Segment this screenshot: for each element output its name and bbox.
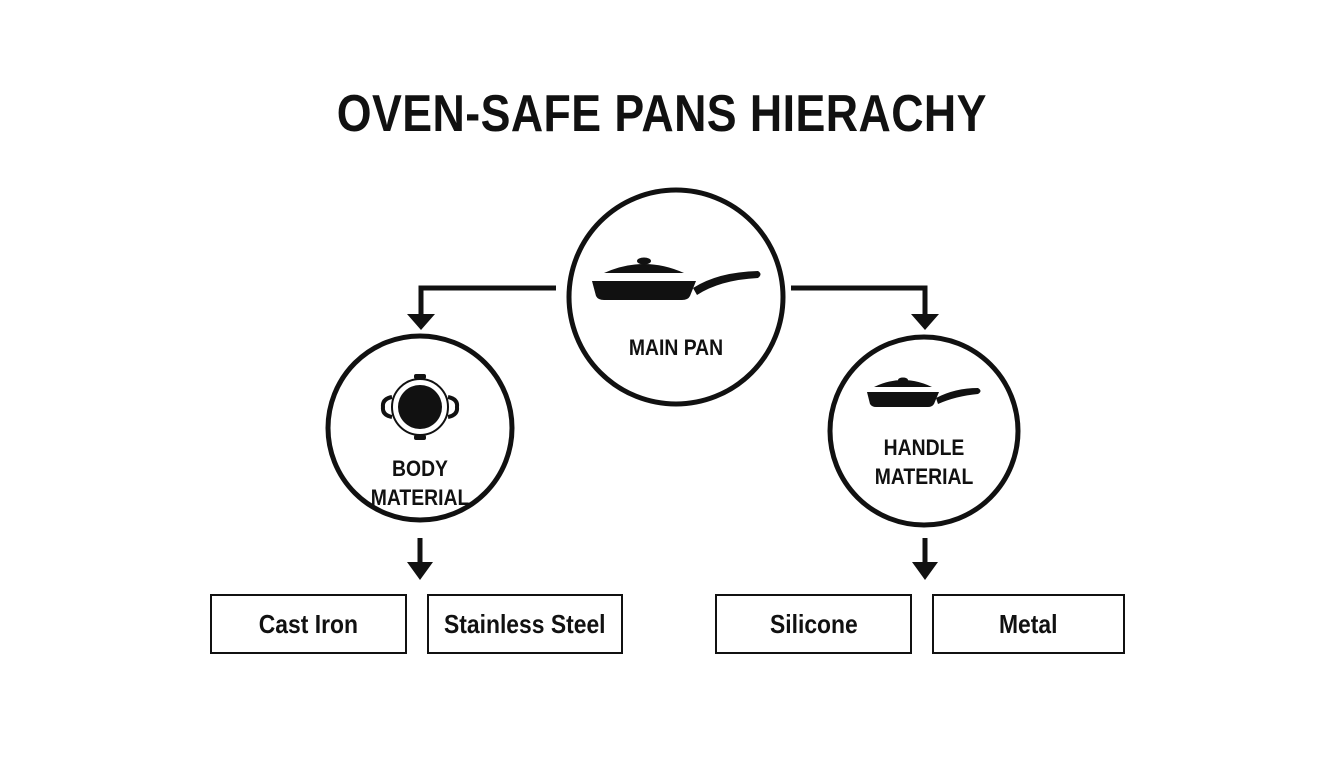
connector-root-to-body	[418, 285, 556, 318]
handle-material-node-circle	[827, 334, 1021, 528]
pot-top-view-icon	[380, 374, 460, 440]
leaf-box-stainless-steel: Stainless Steel	[427, 594, 623, 654]
handle-material-label: HANDLE MATERIAL	[849, 433, 999, 491]
handle-material-label-line-2: MATERIAL	[874, 464, 974, 489]
small-frying-pan-icon	[867, 377, 981, 407]
arrowhead-handle-leaves	[912, 562, 938, 580]
body-material-label: BODY MATERIAL	[370, 456, 470, 510]
arrowhead-handle	[911, 314, 939, 330]
leaf-label: Stainless Steel	[444, 608, 606, 639]
leaf-label: Cast Iron	[258, 608, 359, 639]
handle-material-label-line-1: HANDLE	[883, 435, 965, 460]
arrowhead-body-leaves	[407, 562, 433, 580]
leaf-box-silicone: Silicone	[715, 594, 912, 654]
diagram-title: OVEN-SAFE PANS HIERACHY	[336, 85, 987, 143]
connector-root-to-handle	[791, 285, 928, 318]
root-node-label: MAIN PAN	[628, 335, 724, 360]
frying-pan-icon	[592, 257, 761, 300]
leaf-box-metal: Metal	[932, 594, 1125, 654]
leaf-label: Metal	[999, 608, 1058, 639]
leaf-box-cast-iron: Cast Iron	[210, 594, 407, 654]
arrowhead-body	[407, 314, 435, 330]
leaf-label: Silicone	[769, 608, 858, 639]
